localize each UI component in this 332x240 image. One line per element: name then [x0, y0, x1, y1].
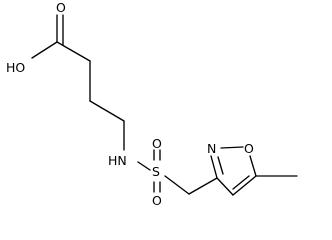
carbonyl-oxygen-label: O: [56, 0, 66, 15]
bond-c5-c4-inner: [232, 175, 250, 190]
bond-c5-c4-outer: [232, 175, 257, 196]
ring-oxygen-label: O: [244, 141, 254, 156]
bond-o-c5: [249, 155, 257, 177]
bond-c1-c2: [56, 41, 91, 62]
amine-label: HN: [108, 153, 127, 168]
structural-formula: HO O HN S O O N O: [6, 0, 298, 208]
bond-c3-n-outer: [210, 155, 218, 179]
bond-c1-oh: [31, 41, 58, 59]
bond-n-s: [137, 161, 151, 171]
bond-n-o: [220, 146, 244, 149]
sulfonyl-oxygen-top-label: O: [152, 136, 162, 151]
sulfonamide-group: [137, 149, 190, 195]
bond-c4-c3: [216, 177, 234, 196]
hydroxyl-label: HO: [6, 60, 25, 75]
isoxazole-ring: [210, 146, 257, 196]
sulfur-label: S: [152, 164, 160, 179]
ring-nitrogen-label: N: [207, 141, 216, 156]
sulfonyl-oxygen-bottom-label: O: [152, 193, 162, 208]
acid-chain: [31, 14, 125, 151]
bond-c3-c4: [89, 100, 125, 122]
bond-ch2-c3: [188, 177, 218, 195]
bond-c3-n-inner: [217, 156, 224, 175]
bond-s-ch2: [164, 175, 190, 195]
